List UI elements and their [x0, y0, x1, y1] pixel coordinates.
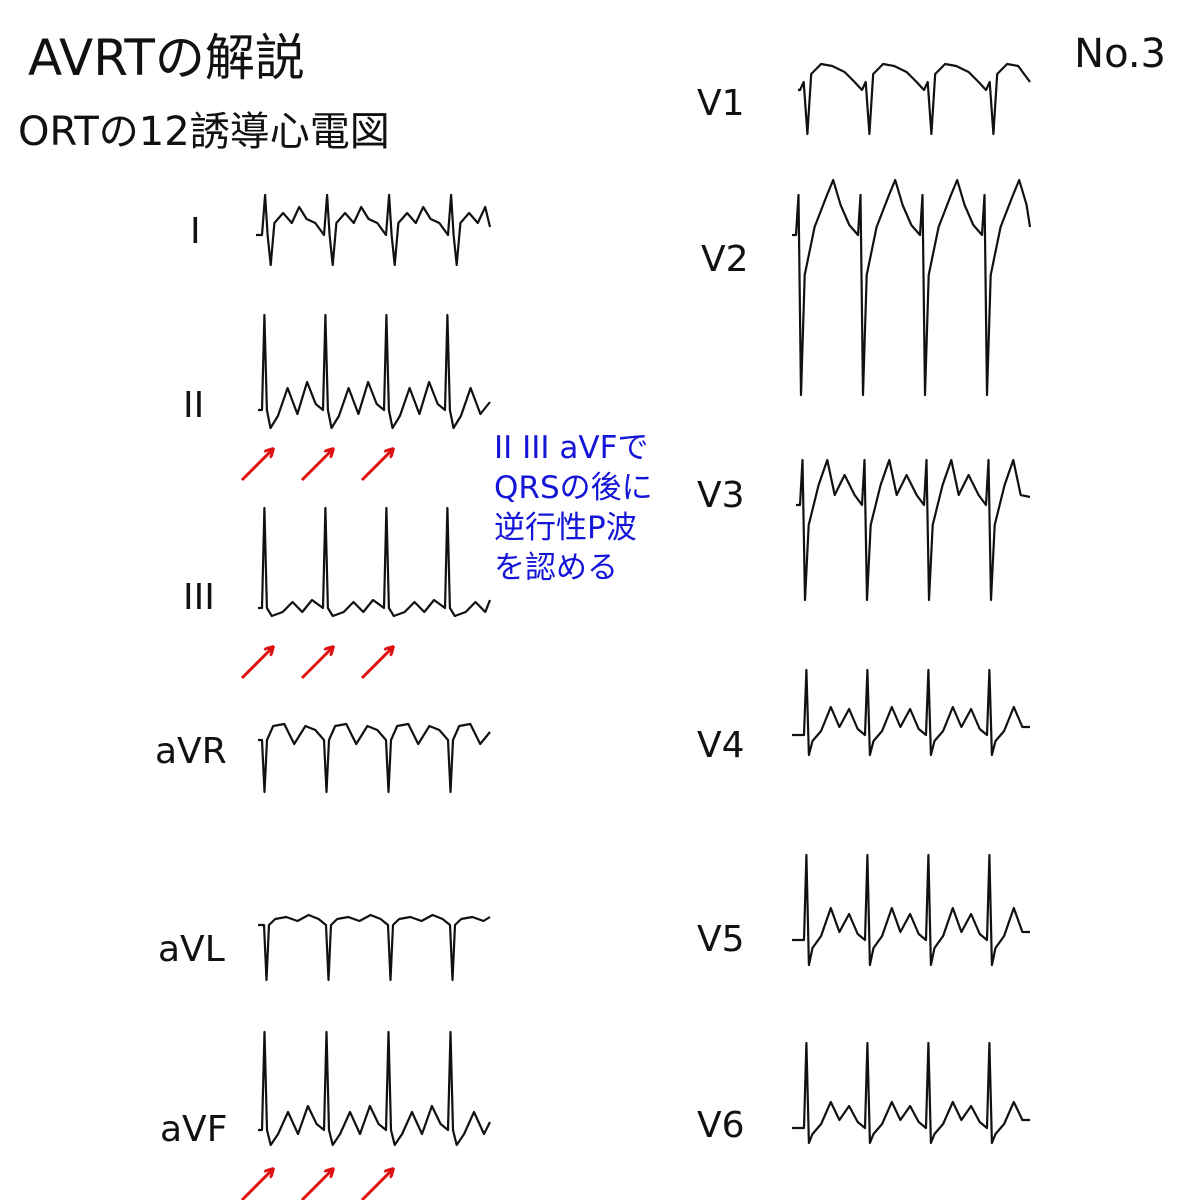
ecg-trace-V4: [792, 668, 1030, 757]
retrograde-p-arrow-II-3: [360, 450, 392, 482]
lead-label-aVL: aVL: [158, 929, 225, 970]
page-number: No.3: [1074, 31, 1166, 77]
ecg-trace-aVL: [258, 913, 491, 982]
ecg-trace-aVR: [258, 722, 491, 794]
ecg-trace-V2: [792, 178, 1032, 397]
retrograde-p-annotation: II III aVFで QRSの後に 逆行性P波 を認める: [494, 428, 653, 588]
retrograde-p-arrow-aVF-3: [360, 1170, 392, 1200]
retrograde-p-arrow-III-1: [240, 648, 272, 680]
lead-label-V3: V3: [697, 475, 745, 516]
lead-label-aVR: aVR: [155, 731, 227, 772]
lead-label-V4: V4: [697, 725, 745, 766]
lead-label-I: I: [190, 211, 201, 252]
ecg-trace-V1: [798, 62, 1031, 136]
ecg-trace-V6: [792, 1041, 1030, 1145]
annotation-line-3: 逆行性P波: [494, 510, 637, 546]
ecg-trace-V3: [796, 458, 1031, 602]
lead-label-V6: V6: [697, 1105, 745, 1146]
retrograde-p-arrow-aVF-1: [240, 1170, 272, 1200]
ecg-trace-I: [256, 193, 492, 267]
ecg-trace-aVF: [258, 1030, 491, 1147]
page-subtitle: ORTの12誘導心電図: [18, 109, 390, 155]
lead-label-II: II: [183, 385, 205, 426]
ecg-trace-II: [258, 313, 491, 430]
retrograde-p-arrow-II-2: [300, 450, 332, 482]
lead-label-aVF: aVF: [160, 1109, 228, 1150]
lead-label-V5: V5: [697, 919, 745, 960]
annotation-line-2: QRSの後に: [494, 470, 653, 506]
retrograde-p-arrow-III-2: [300, 648, 332, 680]
ecg-trace-V5: [792, 853, 1030, 967]
page-title: AVRTの解説: [28, 29, 305, 87]
annotation-line-4: を認める: [494, 550, 618, 586]
retrograde-p-arrow-III-3: [360, 648, 392, 680]
lead-label-III: III: [183, 577, 215, 618]
retrograde-p-arrow-II-1: [240, 450, 272, 482]
retrograde-p-arrow-aVF-2: [300, 1170, 332, 1200]
lead-label-V2: V2: [701, 239, 749, 280]
ecg-trace-III: [258, 506, 492, 618]
annotation-line-1: II III aVFで: [494, 430, 649, 466]
lead-label-V1: V1: [697, 83, 745, 124]
